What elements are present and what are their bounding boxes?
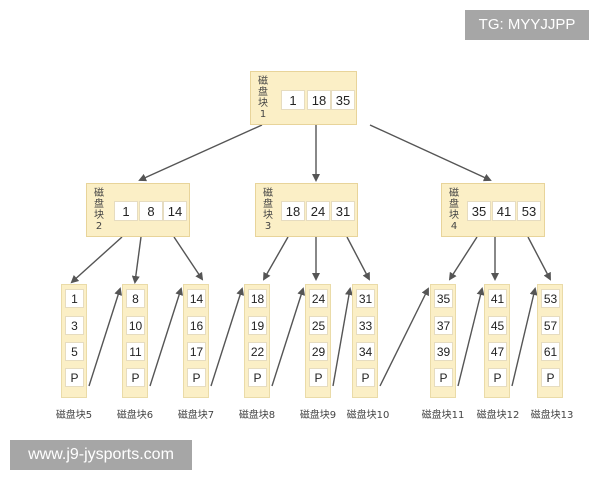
block-key: 1 — [114, 201, 138, 221]
block-label: 磁 盘 块 2 — [93, 188, 105, 232]
label-char: 磁 — [258, 76, 268, 87]
leaf-disk-block-7: 14 16 17 P — [183, 284, 209, 398]
root-label: 磁 盘 块 1 — [257, 76, 269, 120]
label-char: 磁 — [263, 188, 273, 199]
leaf-key: 45 — [488, 316, 507, 335]
leaf-disk-block-11: 35 37 39 P — [430, 284, 456, 398]
leaf-key: 33 — [356, 316, 375, 335]
watermark-bottom-left: www.j9-jysports.com — [10, 440, 192, 470]
label-char: 1 — [259, 109, 267, 120]
label-char: 块 — [263, 210, 273, 221]
label-char: 块 — [258, 98, 268, 109]
leaf-key: 22 — [248, 342, 267, 361]
block-key: 14 — [163, 201, 187, 221]
root-key: 18 — [307, 90, 331, 110]
leaf-key: 31 — [356, 289, 375, 308]
block-label: 磁 盘 块 3 — [262, 188, 274, 232]
leaf-key: 57 — [541, 316, 560, 335]
leaf-label: 磁盘块10 — [346, 410, 390, 421]
leaf-key: 39 — [434, 342, 453, 361]
leaf-key: 35 — [434, 289, 453, 308]
leaf-key: 5 — [65, 342, 84, 361]
leaf-key: 47 — [488, 342, 507, 361]
leaf-disk-block-8: 18 19 22 P — [244, 284, 270, 398]
leaf-disk-block-12: 41 45 47 P — [484, 284, 510, 398]
label-char: 4 — [450, 221, 458, 232]
leaf-disk-block-13: 53 57 61 P — [537, 284, 563, 398]
label-char: 盘 — [449, 199, 459, 210]
leaf-pointer: P — [434, 368, 453, 387]
leaf-label: 磁盘块8 — [238, 410, 276, 421]
leaf-key: 1 — [65, 289, 84, 308]
leaf-key: 3 — [65, 316, 84, 335]
label-char: 磁 — [449, 188, 459, 199]
leaf-key: 8 — [126, 289, 145, 308]
leaf-pointer: P — [126, 368, 145, 387]
leaf-label: 磁盘块6 — [116, 410, 154, 421]
leaf-disk-block-5: 1 3 5 P — [61, 284, 87, 398]
leaf-key: 53 — [541, 289, 560, 308]
leaf-pointer: P — [65, 368, 84, 387]
leaf-pointer: P — [488, 368, 507, 387]
label-char: 盘 — [94, 199, 104, 210]
leaf-pointer: P — [309, 368, 328, 387]
root-key: 35 — [331, 90, 355, 110]
leaf-key: 17 — [187, 342, 206, 361]
label-char: 盘 — [263, 199, 273, 210]
block-label: 磁 盘 块 4 — [448, 188, 460, 232]
block-key: 24 — [306, 201, 330, 221]
leaf-key: 24 — [309, 289, 328, 308]
root-disk-block: 磁 盘 块 1 1 18 35 — [250, 71, 357, 125]
leaf-key: 10 — [126, 316, 145, 335]
leaf-label: 磁盘块5 — [55, 410, 93, 421]
leaf-disk-block-6: 8 10 11 P — [122, 284, 148, 398]
leaf-key: 29 — [309, 342, 328, 361]
leaf-pointer: P — [356, 368, 375, 387]
leaf-label: 磁盘块7 — [177, 410, 215, 421]
leaf-disk-block-10: 31 33 34 P — [352, 284, 378, 398]
label-char: 块 — [94, 210, 104, 221]
leaf-disk-block-9: 24 25 29 P — [305, 284, 331, 398]
leaf-pointer: P — [187, 368, 206, 387]
leaf-key: 18 — [248, 289, 267, 308]
leaf-key: 34 — [356, 342, 375, 361]
leaf-label: 磁盘块12 — [476, 410, 520, 421]
label-char: 磁 — [94, 188, 104, 199]
block-key: 53 — [517, 201, 541, 221]
block-key: 35 — [467, 201, 491, 221]
label-char: 2 — [95, 221, 103, 232]
leaf-key: 61 — [541, 342, 560, 361]
leaf-key: 37 — [434, 316, 453, 335]
internal-disk-block-3: 磁 盘 块 3 18 24 31 — [255, 183, 358, 237]
block-key: 18 — [281, 201, 305, 221]
leaf-key: 16 — [187, 316, 206, 335]
leaf-key: 41 — [488, 289, 507, 308]
leaf-pointer: P — [248, 368, 267, 387]
leaf-label: 磁盘块11 — [421, 410, 465, 421]
label-char: 块 — [449, 210, 459, 221]
internal-disk-block-2: 磁 盘 块 2 1 8 14 — [86, 183, 190, 237]
leaf-key: 11 — [126, 342, 145, 361]
label-char: 盘 — [258, 87, 268, 98]
block-key: 8 — [139, 201, 163, 221]
watermark-top-right: TG: MYYJJPP — [465, 10, 589, 40]
block-key: 41 — [492, 201, 516, 221]
internal-disk-block-4: 磁 盘 块 4 35 41 53 — [441, 183, 545, 237]
leaf-key: 19 — [248, 316, 267, 335]
root-key: 1 — [281, 90, 305, 110]
label-char: 3 — [264, 221, 272, 232]
leaf-label: 磁盘块13 — [530, 410, 574, 421]
block-key: 31 — [331, 201, 355, 221]
leaf-key: 14 — [187, 289, 206, 308]
leaf-key: 25 — [309, 316, 328, 335]
leaf-label: 磁盘块9 — [299, 410, 337, 421]
leaf-pointer: P — [541, 368, 560, 387]
